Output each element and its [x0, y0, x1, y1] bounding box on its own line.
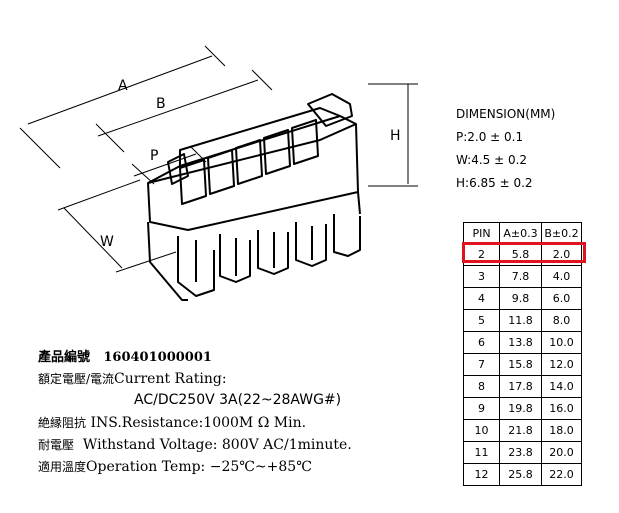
cell-pin: 10: [463, 419, 500, 442]
cell-pin: 12: [463, 463, 500, 486]
dimension-a-line: [19, 45, 226, 169]
cell-pin: 7: [463, 353, 500, 376]
slot-4: [263, 129, 291, 175]
cell-pin: 4: [463, 287, 500, 310]
highlighted-row-box: [462, 242, 586, 263]
spec-withstand: 耐電壓 Withstand Voltage: 800V AC/1minute.: [38, 436, 352, 453]
part-number-label: 產品編號: [38, 350, 91, 365]
cell-a: 23.8: [499, 441, 542, 464]
spec-rating-value: AC/DC250V 3A(22~28AWG#): [134, 392, 342, 408]
cell-b: 12.0: [541, 353, 582, 376]
slot-1: [179, 159, 207, 205]
dimension-title: DIMENSION(MM): [456, 107, 556, 121]
cell-b: 4.0: [541, 265, 582, 288]
spec-temperature: 適用溫度Operation Temp: −25℃~+85℃: [38, 458, 312, 475]
cell-b: 6.0: [541, 287, 582, 310]
latch-left: [167, 153, 189, 185]
dimension-spec: DIMENSION(MM) P:2.0 ± 0.1 W:4.5 ± 0.2 H:…: [456, 103, 555, 195]
cell-pin: 11: [463, 441, 500, 464]
label-h: H: [390, 128, 401, 144]
pin-table-header: PIN A±0.3 B±0.2: [463, 222, 582, 244]
header-b: B±0.2: [541, 222, 582, 244]
slot-2: [207, 149, 235, 195]
dimension-w: W:4.5 ± 0.2: [456, 153, 528, 167]
dimension-b-line: [95, 69, 273, 153]
dimension-p: P:2.0 ± 0.1: [456, 130, 524, 144]
dimension-w-line: [57, 179, 177, 273]
slot-5: [291, 119, 319, 165]
cell-b: 22.0: [541, 463, 582, 486]
cell-a: 17.8: [499, 375, 542, 398]
cell-b: 8.0: [541, 309, 582, 332]
housing-back-edge: [179, 107, 341, 166]
insulation-label: 絶縁阻抗: [38, 416, 87, 430]
cell-a: 11.8: [499, 309, 542, 332]
label-w: W: [100, 234, 114, 250]
header-a: A±0.3: [499, 222, 542, 244]
cell-pin: 5: [463, 309, 500, 332]
cell-b: 14.0: [541, 375, 582, 398]
cell-b: 18.0: [541, 419, 582, 442]
cell-pin: 6: [463, 331, 500, 354]
spec-rating: 額定電壓/電流Current Rating:: [38, 370, 227, 387]
cell-b: 10.0: [541, 331, 582, 354]
temperature-label: 適用溫度: [38, 460, 87, 474]
withstand-label: 耐電壓: [38, 438, 75, 452]
cell-pin: 3: [463, 265, 500, 288]
label-b: B: [156, 96, 166, 112]
label-a: A: [118, 78, 128, 94]
cell-pin: 8: [463, 375, 500, 398]
insulation-value: INS.Resistance:1000M Ω Min.: [90, 415, 307, 431]
latch-right: [307, 93, 353, 127]
header-pin: PIN: [463, 222, 500, 244]
connector-drawing: A B P W H: [19, 45, 418, 301]
cell-a: 19.8: [499, 397, 542, 420]
cell-a: 25.8: [499, 463, 542, 486]
cell-a: 9.8: [499, 287, 542, 310]
dimension-h: H:6.85 ± 0.2: [456, 176, 533, 190]
cell-b: 16.0: [541, 397, 582, 420]
cell-a: 13.8: [499, 331, 542, 354]
cell-b: 20.0: [541, 441, 582, 464]
rating-label: 額定電壓/電流: [38, 372, 115, 386]
label-p: P: [150, 148, 158, 164]
slot-3: [235, 139, 263, 185]
dimension-p-line: [131, 145, 207, 185]
cell-a: 15.8: [499, 353, 542, 376]
spec-insulation: 絶縁阻抗 INS.Resistance:1000M Ω Min.: [38, 414, 306, 431]
dimension-h-line: [368, 83, 418, 187]
cell-a: 7.8: [499, 265, 542, 288]
cell-a: 21.8: [499, 419, 542, 442]
legs: [177, 214, 361, 297]
part-number-value: 160401000001: [103, 350, 212, 365]
cell-pin: 9: [463, 397, 500, 420]
withstand-value: Withstand Voltage: 800V AC/1minute.: [82, 437, 352, 453]
housing-base: [147, 191, 361, 301]
temperature-value: Operation Temp: −25℃~+85℃: [86, 459, 312, 475]
rating-en: Current Rating:: [114, 371, 227, 387]
spec-part-number: 產品編號 160401000001: [38, 346, 212, 365]
